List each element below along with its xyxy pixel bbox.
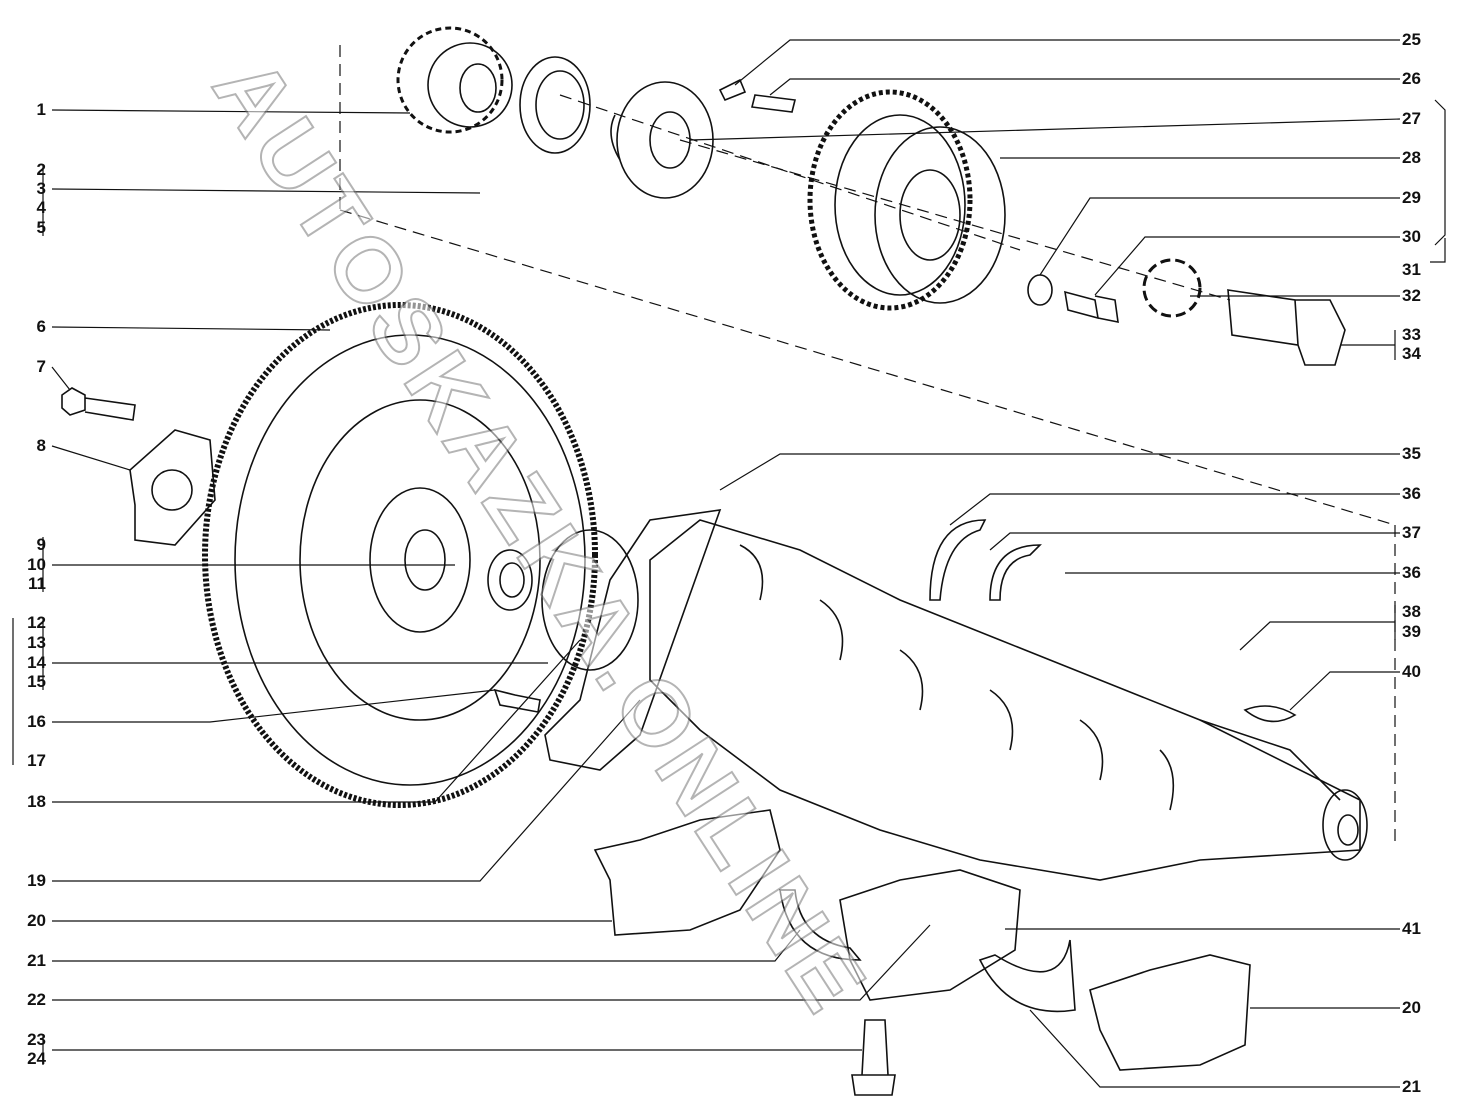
callout-34: 34 xyxy=(1402,344,1421,363)
bolt-30 xyxy=(1064,290,1119,324)
crankshaft xyxy=(649,519,1368,881)
callout-9: 9 xyxy=(36,535,46,554)
callout-26: 26 xyxy=(1402,69,1421,88)
callout-39: 39 xyxy=(1402,622,1421,641)
bearing-caps xyxy=(593,809,1251,1071)
leader-lines xyxy=(12,39,1446,1088)
callout-1: 1 xyxy=(36,100,46,119)
callout-4: 4 xyxy=(36,198,46,217)
rear-cover xyxy=(541,509,722,771)
pulley xyxy=(807,89,1006,311)
callout-2: 2 xyxy=(36,160,46,179)
callout-29: 29 xyxy=(1402,188,1421,207)
callout-11: 11 xyxy=(28,574,46,593)
callout-33: 33 xyxy=(1402,325,1421,344)
callout-18: 18 xyxy=(27,792,46,811)
callout-36: 36 xyxy=(1402,484,1421,503)
callout-13: 13 xyxy=(27,633,46,652)
callout-37: 37 xyxy=(1402,523,1421,542)
callout-23: 23 xyxy=(27,1030,46,1049)
callout-10: 10 xyxy=(27,555,46,574)
callout-12: 12 xyxy=(27,613,46,632)
callout-40: 40 xyxy=(1402,662,1421,681)
callout-27: 27 xyxy=(1402,109,1421,128)
callout-5: 5 xyxy=(36,218,46,237)
crank-bolt xyxy=(1227,289,1346,366)
washer xyxy=(1027,274,1053,306)
callout-24: 24 xyxy=(27,1049,46,1068)
starter-nut xyxy=(1142,258,1202,318)
bearing-shells xyxy=(779,519,1297,1013)
callout-30: 30 xyxy=(1402,227,1421,246)
callout-32: 32 xyxy=(1402,286,1421,305)
callout-20b: 20 xyxy=(1402,998,1421,1017)
callout-21b: 21 xyxy=(1402,1077,1421,1096)
callout-22: 22 xyxy=(27,990,46,1009)
callout-15: 15 xyxy=(27,672,46,691)
callout-36b: 36 xyxy=(1402,563,1421,582)
callout-31: 31 xyxy=(1402,260,1421,279)
callout-20: 20 xyxy=(27,911,46,930)
bolt-7 xyxy=(61,387,136,421)
key-25 xyxy=(718,78,747,102)
callout-6: 6 xyxy=(36,317,46,336)
callout-7: 7 xyxy=(36,357,46,376)
callout-38: 38 xyxy=(1402,602,1421,621)
callout-25: 25 xyxy=(1402,30,1421,49)
stud-16 xyxy=(493,688,541,713)
callout-8: 8 xyxy=(36,436,46,455)
callout-28: 28 xyxy=(1402,148,1421,167)
key-26 xyxy=(751,94,796,113)
callout-35: 35 xyxy=(1402,444,1421,463)
callout-16: 16 xyxy=(27,712,46,731)
callout-41: 41 xyxy=(1402,919,1421,938)
bolt-23 xyxy=(851,1019,896,1096)
sprocket xyxy=(396,26,513,134)
callout-17: 17 xyxy=(27,751,46,770)
axis-lines xyxy=(339,45,1396,845)
callout-21: 21 xyxy=(27,951,46,970)
plate-8 xyxy=(129,429,216,546)
callout-14: 14 xyxy=(27,653,46,672)
oil-seal xyxy=(519,56,591,154)
callout-19: 19 xyxy=(27,871,46,890)
flywheel xyxy=(202,302,598,808)
callout-3: 3 xyxy=(36,179,46,198)
bushing xyxy=(487,549,533,611)
